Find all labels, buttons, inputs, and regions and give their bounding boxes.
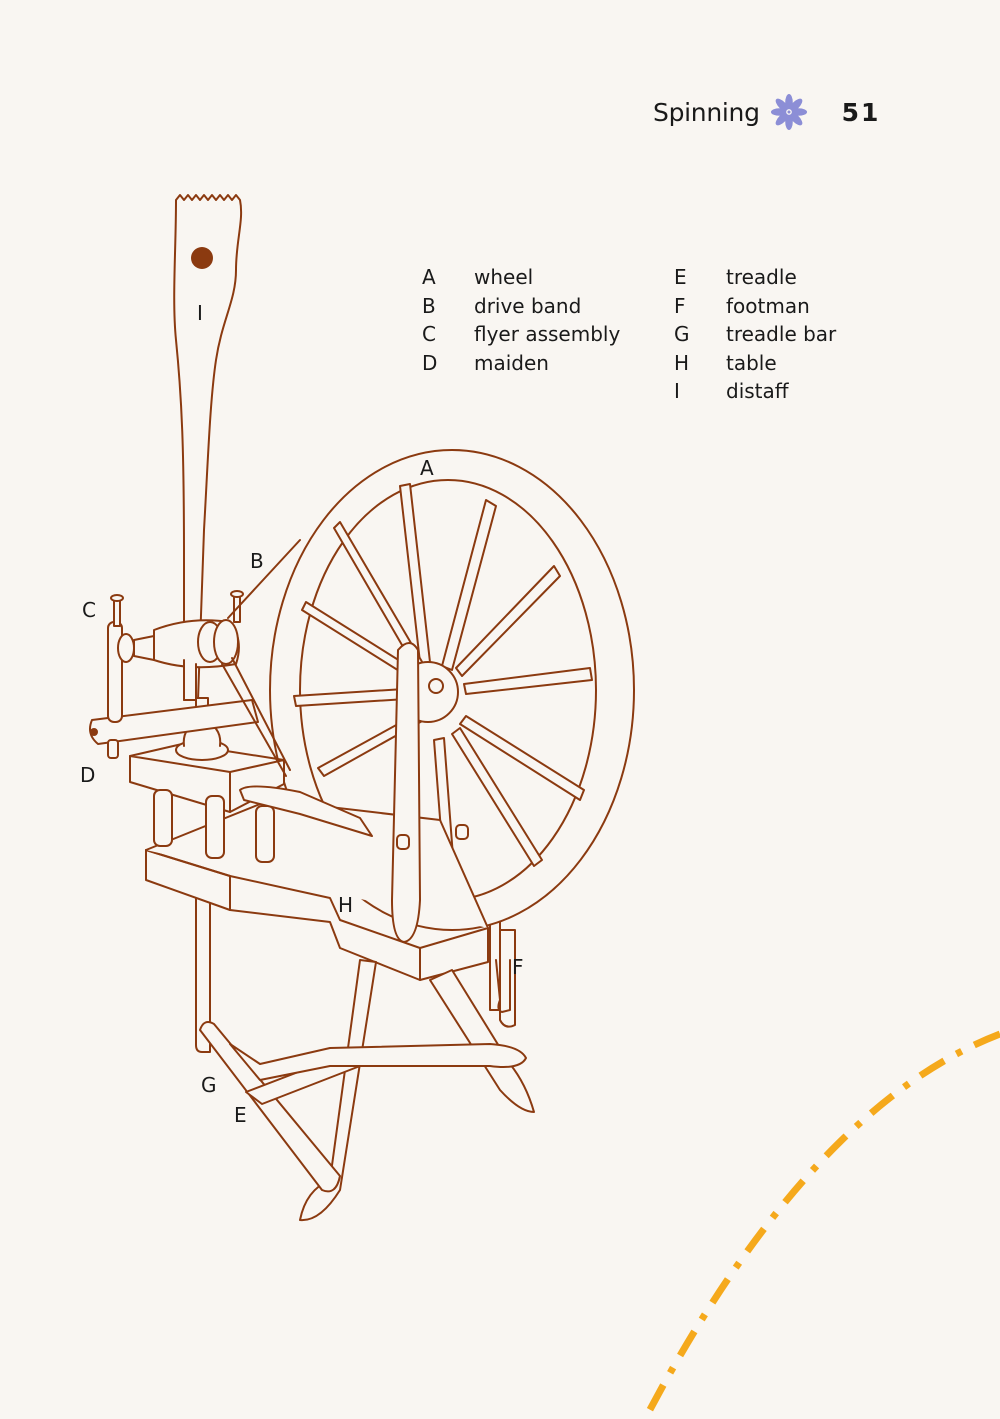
legend-label: wheel [474,265,534,289]
legend-label: drive band [474,293,582,318]
callout-maiden: D [80,763,96,787]
callout-treadle-bar: G [201,1073,217,1097]
footman [495,959,511,1013]
legend-key: F [674,293,686,318]
legend-label: treadle [726,265,797,289]
wheel-upright [391,642,421,943]
legend-label: flyer assembly [474,322,621,347]
legend-key: I [674,379,680,404]
callout-treadle: E [234,1103,247,1127]
legend-label: footman [726,293,810,318]
flyer-assembly [117,590,244,701]
callout-distaff: I [197,301,203,325]
drive-band [221,539,301,777]
callout-footman: F [512,955,524,979]
legend-key: H [674,350,690,375]
page-number: 51 [841,97,881,127]
page-header: Spinning 51 [653,92,880,132]
callout-flyer-assembly: C [82,598,96,622]
wheel-spokes [293,483,593,897]
section-title: Spinning [653,97,760,127]
legend-key: B [422,293,436,318]
treadle-bar [199,1021,341,1193]
legend-label: treadle bar [726,322,837,347]
mother-of-all [89,699,259,745]
callout-table: H [338,893,354,917]
callout-wheel: A [420,456,434,480]
legend-label: table [726,350,777,375]
distaff [173,194,243,701]
legend-label: maiden [474,350,549,375]
periwinkle-flower-icon [770,93,807,131]
legend-key: E [674,265,687,289]
callout-drive-band: B [250,549,264,573]
maiden [129,697,373,863]
legend-key: G [674,322,690,347]
legend-key: C [422,322,436,347]
legs-and-treadle [199,959,535,1222]
legend-key: D [422,350,438,375]
legend-label: distaff [726,379,789,404]
decorative-dash-arc [641,1030,1000,1419]
legend-key: A [422,265,436,289]
